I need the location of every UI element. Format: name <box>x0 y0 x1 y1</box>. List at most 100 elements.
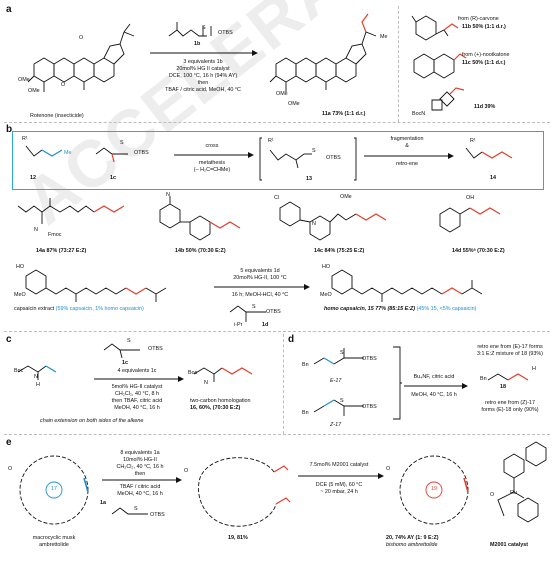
substrate-c-structure <box>14 358 84 388</box>
substrate-e17-structure <box>300 340 390 374</box>
intermediate-13-s: S <box>312 148 316 154</box>
reagent-1d-structure <box>226 300 306 330</box>
substrate-z17-structure <box>300 388 390 422</box>
product-20-yield: 20, 74% AY (1: 9 E:Z) <box>386 535 439 541</box>
product-14a-yield: 14a 87% (73:27 E:Z) <box>36 248 87 254</box>
panel-label-e: e <box>6 437 12 448</box>
reagent-1b-structure <box>165 14 255 44</box>
product-18-structure <box>484 360 544 390</box>
product-11a-label: 11a 73% (1:1 d.r.) <box>322 111 365 117</box>
reagent-1d-label: 1d <box>262 322 269 328</box>
product-14d-structure <box>430 196 540 246</box>
arrow-d <box>402 383 468 389</box>
product-14b-n: N <box>166 192 170 198</box>
m2001-catalyst-structure <box>484 440 548 532</box>
result-d-4: forms (E)-18 only (90%) <box>481 407 539 413</box>
divider-ab <box>4 122 550 123</box>
ring-19-label: 19 <box>431 486 437 492</box>
reagent-1b-label: 1b <box>194 41 201 47</box>
cond-b-1: 5 equivalents 1d <box>240 268 280 274</box>
reagent-1d-s: S <box>252 304 256 310</box>
capsaicin-extract-note: (59% capsaicin, 1% homo capsaicin) <box>55 306 144 312</box>
cond-d-1: Bu₄NF, citric acid <box>413 374 455 380</box>
ambrettolide-o: O <box>8 466 13 472</box>
e17-label: E-17 <box>330 378 342 384</box>
rotenone-ome-2: OMe <box>28 88 40 94</box>
substrate-c-boc: Boc <box>14 368 24 374</box>
e17-s: S <box>340 350 344 356</box>
result-11c-yield: 11c 50% (1:1 d.r.) <box>462 60 506 66</box>
substrate-c-n: N <box>34 374 38 380</box>
product-16-yield: 16, 60%, (70:30 E:Z) <box>190 405 241 411</box>
homo-capsaicin-meo: MeO <box>320 292 332 298</box>
ring-17-label: 17 <box>51 486 57 492</box>
cond-b-2: 20mol% HG-II, 100 °C <box>233 275 287 281</box>
product-20-name: bishomo ambrettolide <box>386 542 438 548</box>
rotenone-structure <box>20 14 140 109</box>
divider-bc <box>4 331 550 332</box>
product-14c-ome: OMe <box>340 194 352 200</box>
product-16-n: N <box>204 380 208 386</box>
cond-e-2: 10mol% HG-II <box>123 457 157 463</box>
result-11b-yield: 11b 50% (1:1 d.r.) <box>462 24 506 30</box>
diene-19-yield: 19, 81% <box>228 535 248 541</box>
product-14c-structure <box>270 192 420 248</box>
cond-e-3: CH₂Cl₂, 40 °C, 16 h <box>116 464 164 470</box>
cond-e-9: ~ 20 mbar, 24 h <box>320 489 358 495</box>
e17-bn: Bn <box>302 362 309 368</box>
product-16-structure <box>190 360 270 388</box>
reagent-1c-c-otbs: OTBS <box>148 346 163 352</box>
step-metathesis: metathesis <box>198 160 226 166</box>
result-11d-yield: 11d 39% <box>474 104 496 110</box>
panel-label-d: d <box>288 334 295 345</box>
homo-capsaicin-label: homo capsaicin, 15 77% (85:15 E:Z) (45% … <box>324 306 476 312</box>
reagent-1c-structure <box>92 140 162 170</box>
cond-d-2: MeOH, 40 °C, 16 h <box>411 392 457 398</box>
arrow-e2 <box>296 473 384 479</box>
m2001-o: O <box>490 492 495 498</box>
cond-a-2: 20mol% HG II catalyst <box>176 66 230 72</box>
arrow-b3 <box>212 284 310 290</box>
reagent-1b-s: S <box>202 25 206 31</box>
product-14-r1: R¹ <box>470 138 476 144</box>
reagent-1c-c-structure <box>100 336 180 362</box>
product-18-label: 18 <box>500 384 506 390</box>
cond-e-1: 8 equivalents 1a <box>120 450 160 456</box>
bishomo-o: O <box>386 466 391 472</box>
cond-c-4: then TBAF, citric acid <box>111 398 163 404</box>
product-11a-me: Me <box>380 34 388 40</box>
cond-e-6: MeOH, 40 °C, 16 h <box>117 491 163 497</box>
ambrettolide-name-2: ambrettolide <box>39 542 69 548</box>
homo-capsaicin-yield: homo capsaicin, 15 77% (85:15 E:Z) <box>324 306 416 312</box>
arrow-a <box>148 50 258 56</box>
bishomo-ambrettolide-structure <box>392 448 476 532</box>
product-11a-ome-1: OMe <box>276 91 288 97</box>
diene-19-structure <box>190 448 290 532</box>
m2001-ru: Ru <box>510 490 517 496</box>
divider-cd <box>283 334 284 434</box>
reagent-1c-label: 1c <box>110 175 116 181</box>
product-18-h: H <box>532 366 536 372</box>
reagent-1d-otbs: OTBS <box>266 309 281 315</box>
product-14c-n: N <box>312 221 316 227</box>
product-18-bn: Bn <box>480 376 487 382</box>
intermediate-13-structure <box>258 134 358 184</box>
capsaicin-structure <box>12 262 212 304</box>
product-16-boc: Boc <box>188 370 198 376</box>
substrate-c-h: H <box>36 382 40 388</box>
rotenone-o-1: O <box>79 35 84 41</box>
ambrettolide-structure <box>14 448 94 532</box>
homo-capsaicin-note: (45% 15, <5% capsaicin) <box>416 306 477 312</box>
reagent-1c-c-label: 1c <box>122 360 128 366</box>
substrate-12-structure <box>20 138 80 168</box>
product-14-structure <box>462 140 532 170</box>
product-14b-structure <box>150 192 260 248</box>
arrow-b2 <box>362 153 454 159</box>
arrow-e1 <box>100 477 182 483</box>
panel-c-note: chain extension on both sides of the alk… <box>40 418 144 424</box>
cond-c-3: CH₂Cl₂, 40 °C, 8 h <box>114 391 160 397</box>
cond-e-4: then <box>134 471 146 477</box>
reagent-1a-otbs: OTBS <box>150 512 165 518</box>
product-14c-yield: 14c 84% (75:25 E:Z) <box>314 248 365 254</box>
product-11d-structure <box>418 82 468 118</box>
